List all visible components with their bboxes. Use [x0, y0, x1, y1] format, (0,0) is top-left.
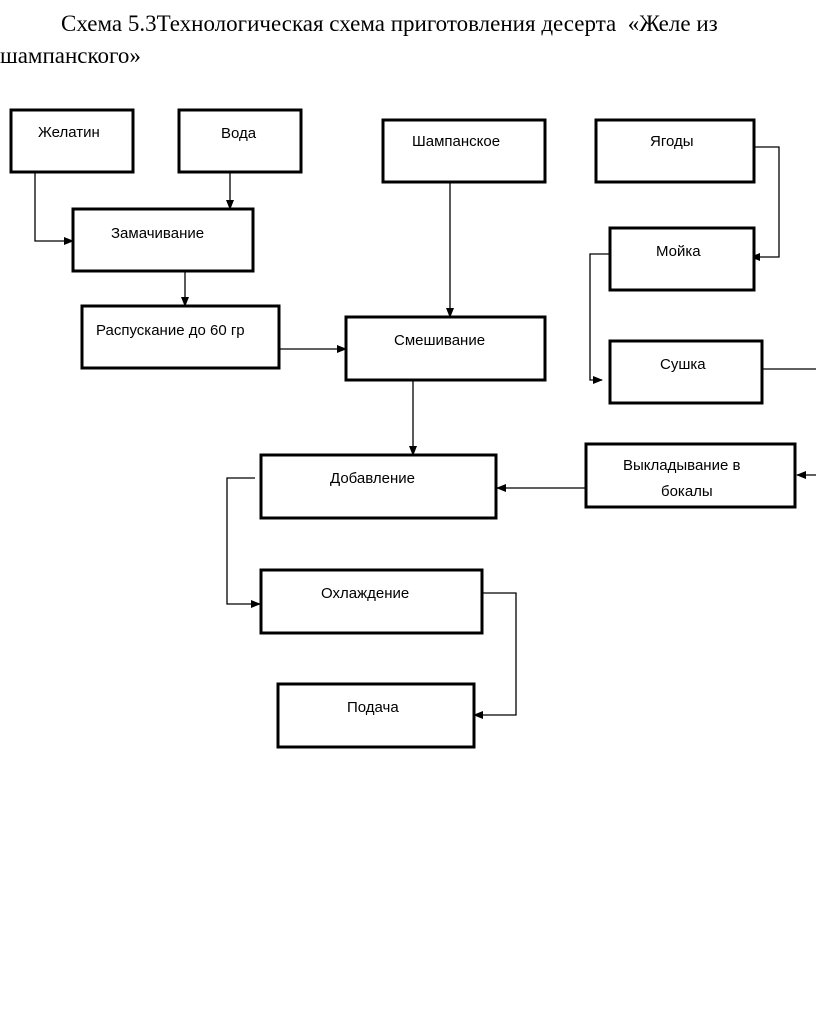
- connector-adding-cooling: [226, 477, 261, 608]
- node-cooling-label: Охлаждение: [321, 585, 409, 602]
- title-line-2: шампанского»: [0, 43, 141, 68]
- node-mixing-label: Смешивание: [394, 332, 485, 349]
- node-soaking: Замачивание: [71, 207, 255, 273]
- connector-gelatin-soaking: [34, 167, 74, 245]
- node-berries: Ягоды: [594, 118, 756, 184]
- node-mixing: Смешивание: [344, 315, 547, 382]
- node-champagne-label: Шампанское: [412, 133, 500, 150]
- node-washing-label: Мойка: [656, 243, 701, 260]
- node-drying: Сушка: [608, 339, 764, 405]
- connector-washing-drying: [589, 253, 609, 384]
- node-serving: Подача: [276, 682, 476, 749]
- connector-berries-washing: [750, 146, 780, 261]
- node-gelatin: Желатин: [9, 108, 135, 174]
- node-adding-label: Добавление: [330, 470, 415, 487]
- node-champagne: Шампанское: [381, 118, 547, 184]
- connector-cooling-serving: [473, 592, 517, 719]
- diagram-title: Схема 5.3Технологическая схема приготовл…: [0, 8, 816, 72]
- node-soaking-label: Замачивание: [111, 225, 204, 242]
- node-berries-label: Ягоды: [650, 133, 694, 150]
- title-line-1: Схема 5.3Технологическая схема приготовл…: [61, 11, 718, 36]
- node-cooling: Охлаждение: [259, 568, 484, 635]
- node-adding: Добавление: [259, 453, 498, 520]
- node-drying-label: Сушка: [660, 356, 706, 373]
- node-placing-label-line1: Выкладывание в: [623, 457, 740, 474]
- node-gelatin-label: Желатин: [38, 124, 100, 141]
- node-serving-label: Подача: [347, 699, 399, 716]
- node-water-label: Вода: [221, 125, 257, 142]
- node-washing: Мойка: [608, 226, 756, 292]
- node-water: Вода: [177, 108, 303, 174]
- node-dissolving-label: Распускание до 60 гр: [96, 322, 245, 339]
- node-placing: Выкладывание в бокалы: [584, 442, 797, 509]
- node-dissolving: Распускание до 60 гр: [80, 304, 281, 370]
- node-placing-label-line2: бокалы: [661, 483, 713, 500]
